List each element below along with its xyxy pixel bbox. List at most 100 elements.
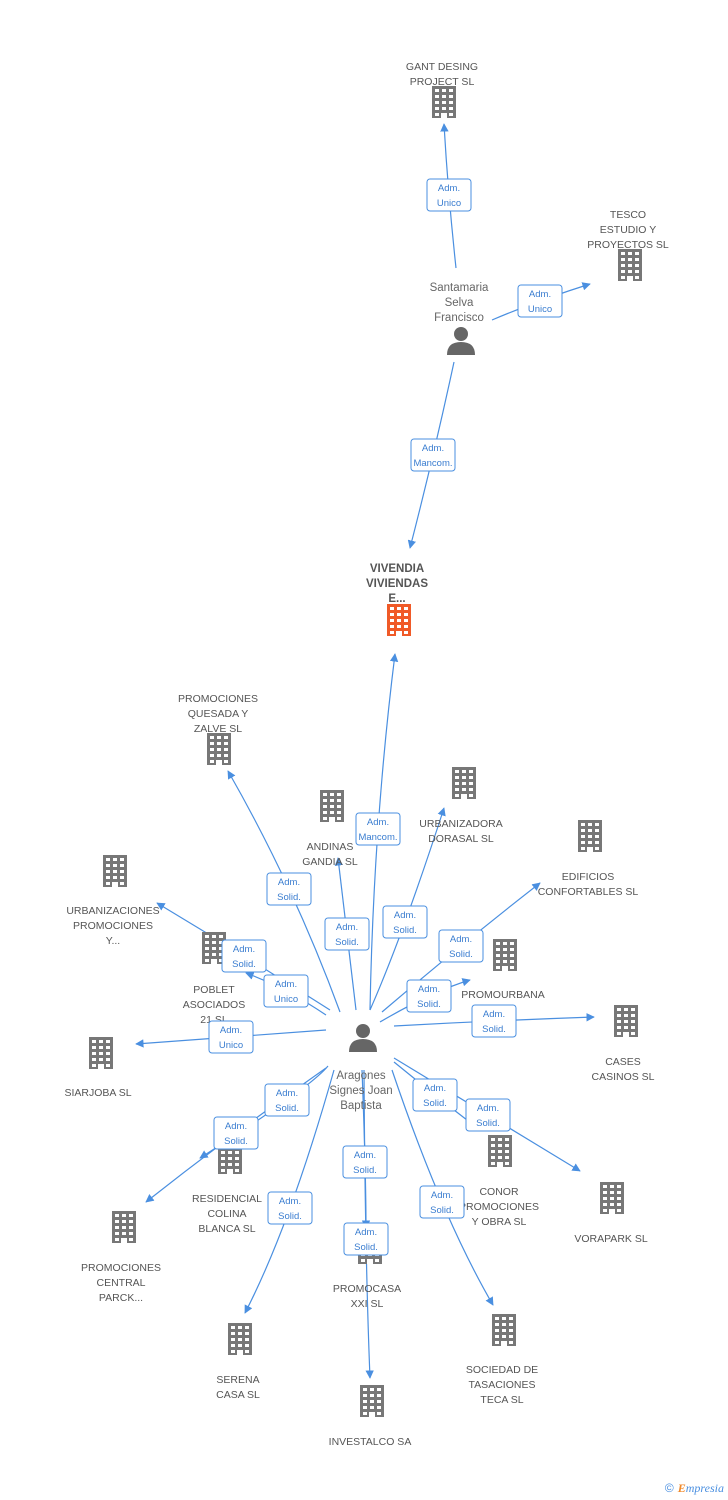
role-box (438, 929, 484, 963)
building-icon (600, 1182, 624, 1214)
role-label-aragones-to-dorasal[interactable]: Adm.Solid. (382, 905, 428, 939)
building-icon (493, 939, 517, 971)
role-label-aragones-to-quesada[interactable]: Adm.Solid. (266, 872, 312, 906)
role-label-aragones-to-urbanizaciones[interactable]: Adm.Solid. (221, 939, 267, 973)
copyright-symbol: © (664, 1481, 674, 1495)
building-icon (387, 604, 411, 636)
node-label: BLANCA SL (198, 1223, 255, 1235)
role-label-aragones-to-investalco[interactable]: Adm.Solid. (343, 1222, 389, 1256)
role-text: Adm. (418, 984, 440, 995)
role-box (355, 812, 401, 846)
role-text: Solid. (482, 1024, 506, 1035)
role-label-aragones-to-andinas[interactable]: Adm.Solid. (324, 917, 370, 951)
role-text: Adm. (278, 877, 300, 888)
node-vivendia[interactable]: VIVENDIAVIVIENDASE... (366, 563, 428, 636)
role-box (267, 1191, 313, 1225)
brand-name: mpresia (685, 1481, 724, 1495)
role-label-aragones-to-poblet[interactable]: Adm. Unico (263, 974, 309, 1008)
node-central[interactable]: PROMOCIONESCENTRALPARCK... (81, 1211, 161, 1304)
role-label-aragones-to-vorapark[interactable]: Adm.Solid. (465, 1098, 511, 1132)
role-box (343, 1222, 389, 1256)
role-text: Solid. (449, 949, 473, 960)
role-label-aragones-to-residencial[interactable]: Adm.Solid. (264, 1083, 310, 1117)
node-urbanizaciones[interactable]: URBANIZACIONESPROMOCIONESY... (66, 855, 160, 947)
node-label: PROJECT SL (410, 76, 475, 88)
node-label: URBANIZADORA (419, 818, 502, 830)
node-label: XXI SL (351, 1298, 384, 1310)
node-label: E... (388, 593, 405, 605)
role-text: Mancom. (413, 458, 452, 469)
role-label-santamaria-to-vivendia[interactable]: Adm. Mancom. (410, 438, 456, 472)
building-icon (488, 1135, 512, 1167)
role-label-aragones-to-serena[interactable]: Adm.Solid. (267, 1191, 313, 1225)
role-label-santamaria-to-tesco[interactable]: Adm.Unico (517, 284, 563, 318)
role-label-aragones-to-central[interactable]: Adm.Solid. (213, 1116, 259, 1150)
role-label-aragones-to-vivendia[interactable]: Adm.Mancom. (355, 812, 401, 846)
role-box (517, 284, 563, 318)
role-text: Adm. (354, 1150, 376, 1161)
role-text: Solid. (278, 1211, 302, 1222)
role-text: Adm. (422, 443, 444, 454)
role-label-aragones-to-conor[interactable]: Adm.Solid. (412, 1078, 458, 1112)
role-text: Adm. (424, 1083, 446, 1094)
building-icon (618, 249, 642, 281)
node-label: URBANIZACIONES (66, 905, 159, 917)
node-label: SIARJOBA SL (64, 1087, 131, 1099)
node-label: CASES (605, 1056, 641, 1068)
node-label: PROMOCIONES (459, 1201, 539, 1213)
role-label-aragones-to-cases[interactable]: Adm. Solid. (471, 1004, 517, 1038)
building-icon (228, 1323, 252, 1355)
role-text: Adm. (483, 1009, 505, 1020)
node-label: CASA SL (216, 1389, 260, 1401)
role-box (471, 1004, 517, 1038)
role-text: Adm. (477, 1103, 499, 1114)
role-text: Adm. (355, 1227, 377, 1238)
role-label-aragones-to-promourbana[interactable]: Adm.Solid. (406, 979, 452, 1013)
role-box (342, 1145, 388, 1179)
building-icon (103, 855, 127, 887)
node-label: QUESADA Y (188, 708, 249, 720)
node-label: TESCO (610, 209, 646, 221)
role-text: Unico (219, 1040, 243, 1051)
node-label: COLINA (207, 1208, 246, 1220)
node-label: PROMOCASA (333, 1283, 401, 1295)
role-text: Adm. (275, 979, 297, 990)
role-box (208, 1020, 254, 1054)
node-siarjoba[interactable]: SIARJOBA SL (64, 1037, 132, 1099)
role-box (324, 917, 370, 951)
role-label-aragones-to-promocasa[interactable]: Adm.Solid. (342, 1145, 388, 1179)
node-investalco[interactable]: INVESTALCO SA (329, 1385, 412, 1448)
role-label-santamaria-to-gant[interactable]: Adm.Unico (426, 178, 472, 212)
role-text: Adm. (438, 183, 460, 194)
role-text: Adm. (394, 910, 416, 921)
node-vorapark[interactable]: VORAPARK SL (574, 1182, 648, 1245)
node-label: ESTUDIO Y (600, 224, 656, 236)
node-label: Francisco (434, 312, 484, 324)
role-label-aragones-to-edificios[interactable]: Adm.Solid. (438, 929, 484, 963)
node-label: CENTRAL (96, 1277, 145, 1289)
role-text: Adm. (336, 922, 358, 933)
node-label: VIVENDIA (370, 563, 424, 575)
role-text: Unico (528, 304, 552, 315)
building-icon (207, 733, 231, 765)
role-text: Unico (274, 994, 298, 1005)
role-label-aragones-to-siarjoba[interactable]: Adm.Unico (208, 1020, 254, 1054)
node-label: Baptista (340, 1100, 382, 1112)
node-label: PROMOCIONES (73, 920, 153, 932)
role-label-aragones-to-sociedad[interactable]: Adm.Solid. (419, 1185, 465, 1219)
node-label: EDIFICIOS (562, 871, 615, 883)
